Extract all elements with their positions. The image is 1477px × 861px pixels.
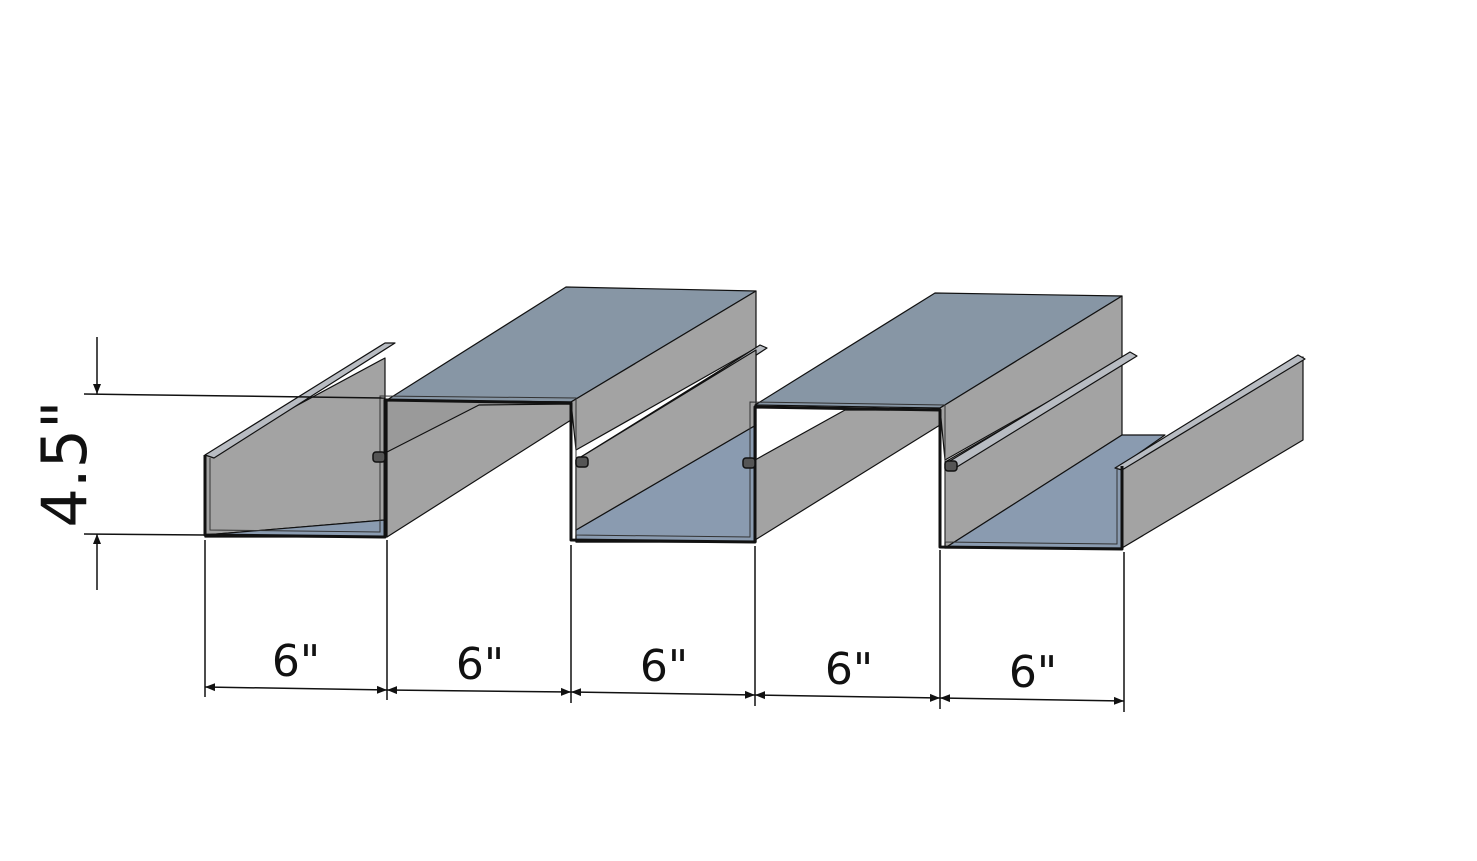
lip-curl-2 [575,456,589,468]
width-label-5: 6" [1009,647,1057,698]
deck-profile-3d [204,286,1306,549]
width-dimension-line-1 [204,683,388,694]
height-extension-bottom [83,533,206,536]
height-extension-top [83,393,386,399]
lip-curl-4 [944,460,958,472]
lip-curl-3 [742,457,756,469]
front-profile-inner [209,395,1118,545]
width-dimension-line-2 [386,686,572,696]
height-label: 4.5" [28,400,101,527]
lip-curls [372,451,958,472]
trough-1-back-lip [204,342,396,459]
width-label-1: 6" [272,636,320,687]
width-dimension-line-5 [939,694,1125,705]
width-label-4: 6" [825,644,873,695]
width-label-3: 6" [640,641,688,692]
front-profile-outline [203,398,1124,551]
height-dimension [83,337,386,590]
lip-curl-1 [372,451,386,463]
trough-3-right-lip [1114,354,1306,471]
width-dimension-line-3 [570,688,756,699]
width-dimensions [204,540,1125,712]
rib-2-inner-wall [754,409,941,541]
width-dimension-line-4 [754,691,941,702]
width-label-2: 6" [456,639,504,690]
width-labels: 6" 6" 6" 6" 6" [272,636,1057,698]
